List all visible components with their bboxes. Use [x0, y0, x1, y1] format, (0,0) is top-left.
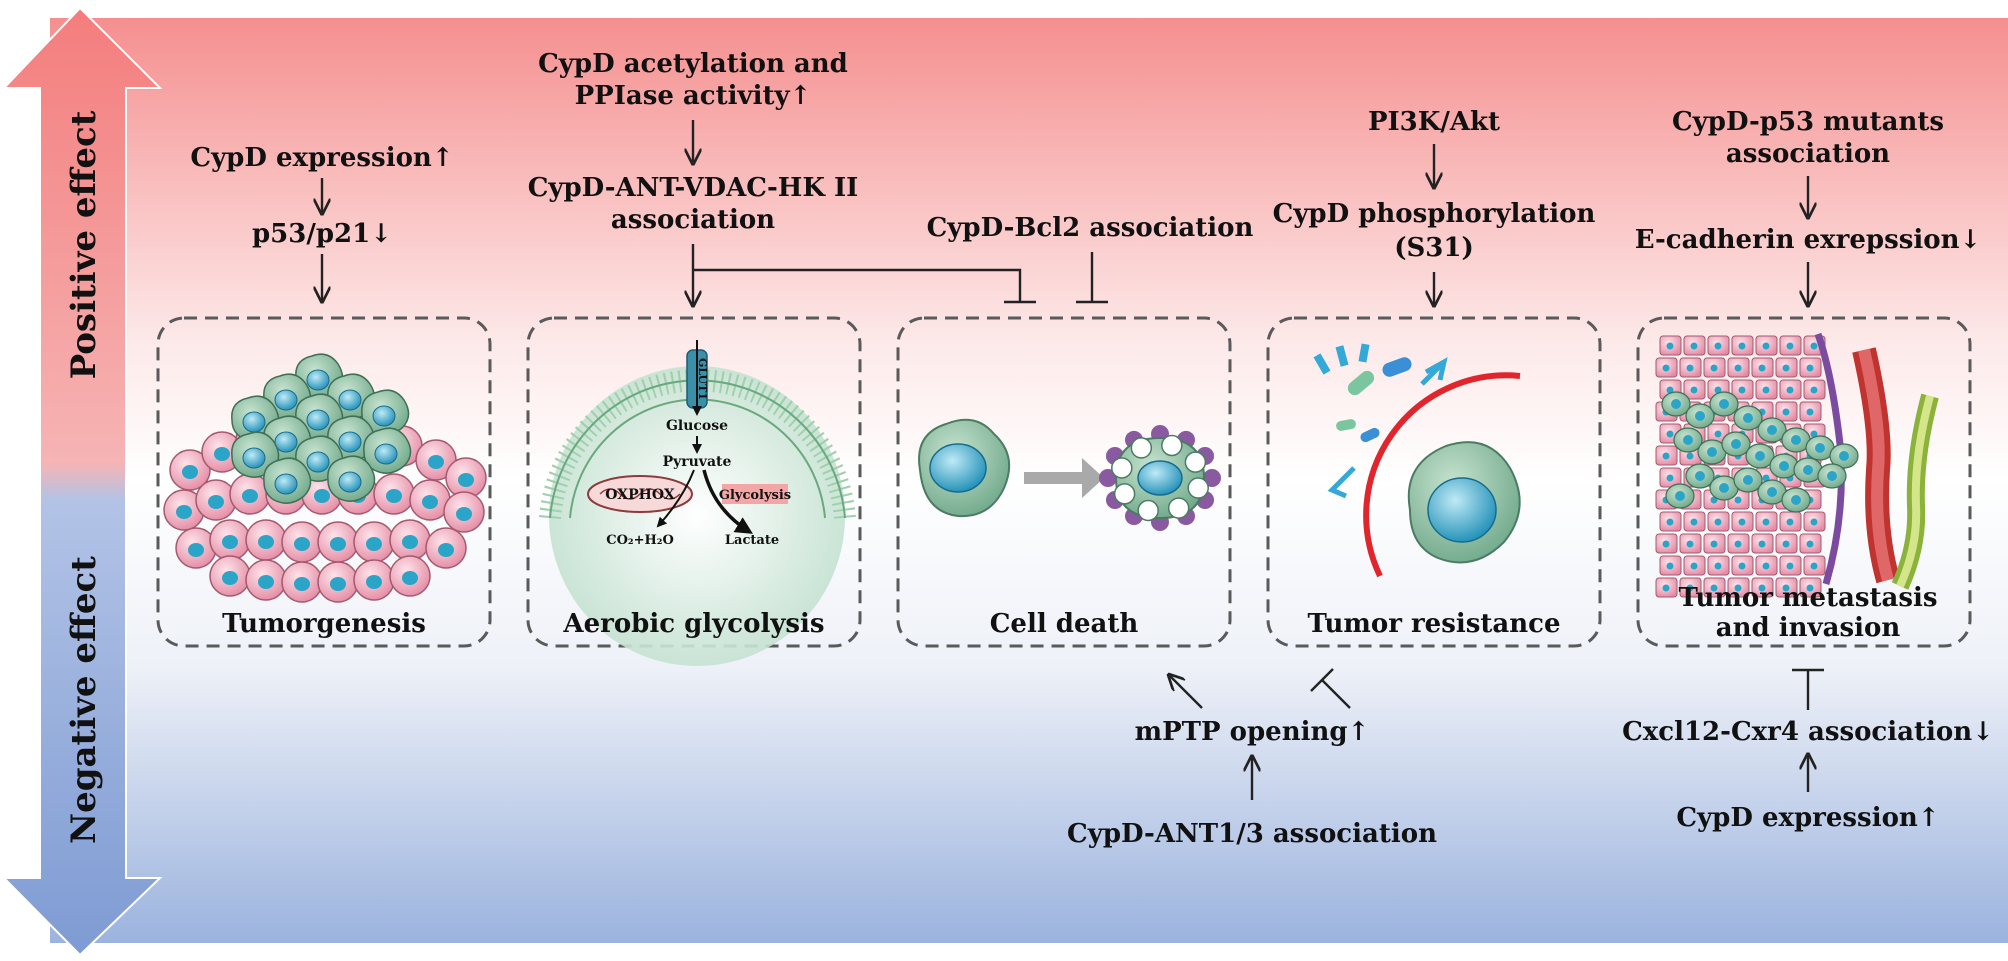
- lactate-label: Lactate: [725, 533, 779, 548]
- panel-tumorgenesis: [156, 316, 492, 648]
- acetylation-label-line2: PPIase activity↑: [575, 81, 812, 111]
- mptp-opening-label: mPTP opening↑: [1135, 717, 1370, 747]
- phosphorylation-label-line2: (S31): [1394, 233, 1474, 263]
- cell-death-caption: Cell death: [990, 609, 1139, 639]
- tumor-resistance-illustration: [1313, 343, 1521, 578]
- bcl2-label: CypD-Bcl2 association: [927, 213, 1254, 243]
- arrow-mptp-to-cell-death: [1170, 676, 1203, 709]
- cypd-ant-label: CypD-ANT1/3 association: [1067, 819, 1437, 849]
- inhibition-mptp-to-resistance: [1321, 679, 1351, 709]
- panel-tumor-metastasis: [1636, 316, 1972, 648]
- metastasis-caption-line2: and invasion: [1716, 613, 1901, 643]
- cell-death-illustration: [918, 418, 1221, 531]
- glucose-label: Glucose: [666, 418, 728, 434]
- oxphox-label: OXPHOX: [605, 487, 675, 503]
- cypd-expression-label: CypD expression↑: [190, 143, 453, 173]
- p53-mutants-label-line2: association: [1726, 139, 1890, 169]
- p53-p21-label: p53/p21↓: [252, 219, 392, 249]
- acetylation-label-line1: CypD acetylation and: [538, 49, 848, 79]
- pyruvate-label: Pyruvate: [663, 454, 732, 470]
- cxcl12-label: Cxcl12-Cxr4 association↓: [1622, 717, 1994, 747]
- ecadherin-label: E-cadherin exrepssion↓: [1635, 225, 1982, 255]
- panel-tumor-resistance: [1266, 316, 1602, 648]
- aerobic-glycolysis-caption: Aerobic glycolysis: [562, 609, 824, 639]
- p53-mutants-label-line1: CypD-p53 mutants: [1672, 107, 1944, 137]
- inhibition-bar-4: [1310, 668, 1334, 692]
- pi3k-akt-label: PI3K/Akt: [1368, 107, 1500, 137]
- glycolysis-illustration: [539, 340, 856, 666]
- metastasis-illustration: [1655, 332, 1939, 598]
- complex-label-line1: CypD-ANT-VDAC-HK II: [528, 173, 859, 203]
- tumor-resistance-caption: Tumor resistance: [1308, 609, 1561, 639]
- effect-double-arrow: [1, 6, 163, 957]
- phosphorylation-label-line1: CypD phosphorylation: [1273, 199, 1596, 229]
- cypd-expression-bottom-label: CypD expression↑: [1676, 803, 1939, 833]
- tumorgenesis-caption: Tumorgenesis: [222, 609, 426, 639]
- positive-effect-label: Positive effect: [64, 110, 104, 379]
- glut1-label: GLUT1: [696, 358, 709, 400]
- panel-cell-death: [896, 316, 1232, 648]
- tumorgenesis-cell-cluster: [163, 353, 487, 603]
- metastasis-caption-line1: Tumor metastasis: [1678, 583, 1937, 613]
- glycolysis-tag-label: Glycolysis: [719, 488, 791, 503]
- glycolysis-tag: [722, 484, 788, 504]
- negative-effect-label: Negative effect: [64, 556, 104, 844]
- inhibition-complex-to-cell-death: [693, 268, 1022, 302]
- complex-label-line2: association: [611, 205, 775, 235]
- co2-h2o-label: CO₂+H₂O: [606, 533, 674, 548]
